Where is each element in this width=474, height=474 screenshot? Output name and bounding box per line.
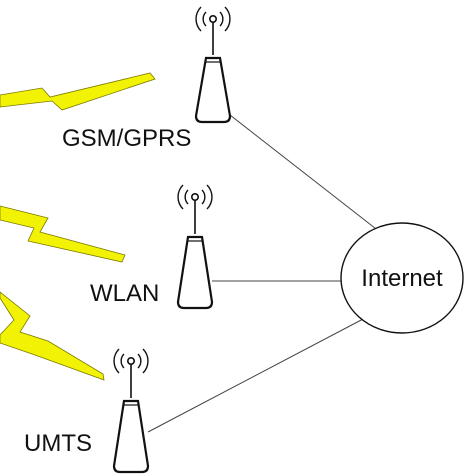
umts-label: UMTS — [24, 430, 92, 457]
gsm-radio-tower-icon — [194, 56, 232, 124]
wlan-label: WLAN — [90, 280, 159, 307]
gsm-signal-waves-icon — [195, 6, 231, 55]
lightning-bolts — [0, 72, 156, 381]
umts-radio-tower-icon — [112, 399, 150, 474]
umts-station: UMTS — [24, 348, 150, 474]
internet-label: Internet — [361, 265, 443, 292]
internet-cloud: Internet — [340, 222, 464, 334]
internet-cloud-icon — [340, 222, 464, 334]
wlan-signal-waves-icon — [177, 184, 213, 234]
gsm-label: GSM/GPRS — [62, 125, 191, 152]
connection-lines — [147, 114, 381, 433]
gsm-station: GSM/GPRS — [62, 6, 232, 152]
gsm-lightning-bolt-icon — [0, 72, 156, 111]
gsm-internet-link — [229, 114, 381, 233]
umts-lightning-bolt-icon — [0, 291, 105, 381]
umts-internet-link — [147, 317, 366, 433]
wlan-station: WLAN — [90, 184, 214, 310]
umts-signal-waves-icon — [113, 348, 149, 398]
wlan-lightning-bolt-icon — [0, 205, 126, 263]
wlan-radio-tower-icon — [176, 235, 214, 310]
